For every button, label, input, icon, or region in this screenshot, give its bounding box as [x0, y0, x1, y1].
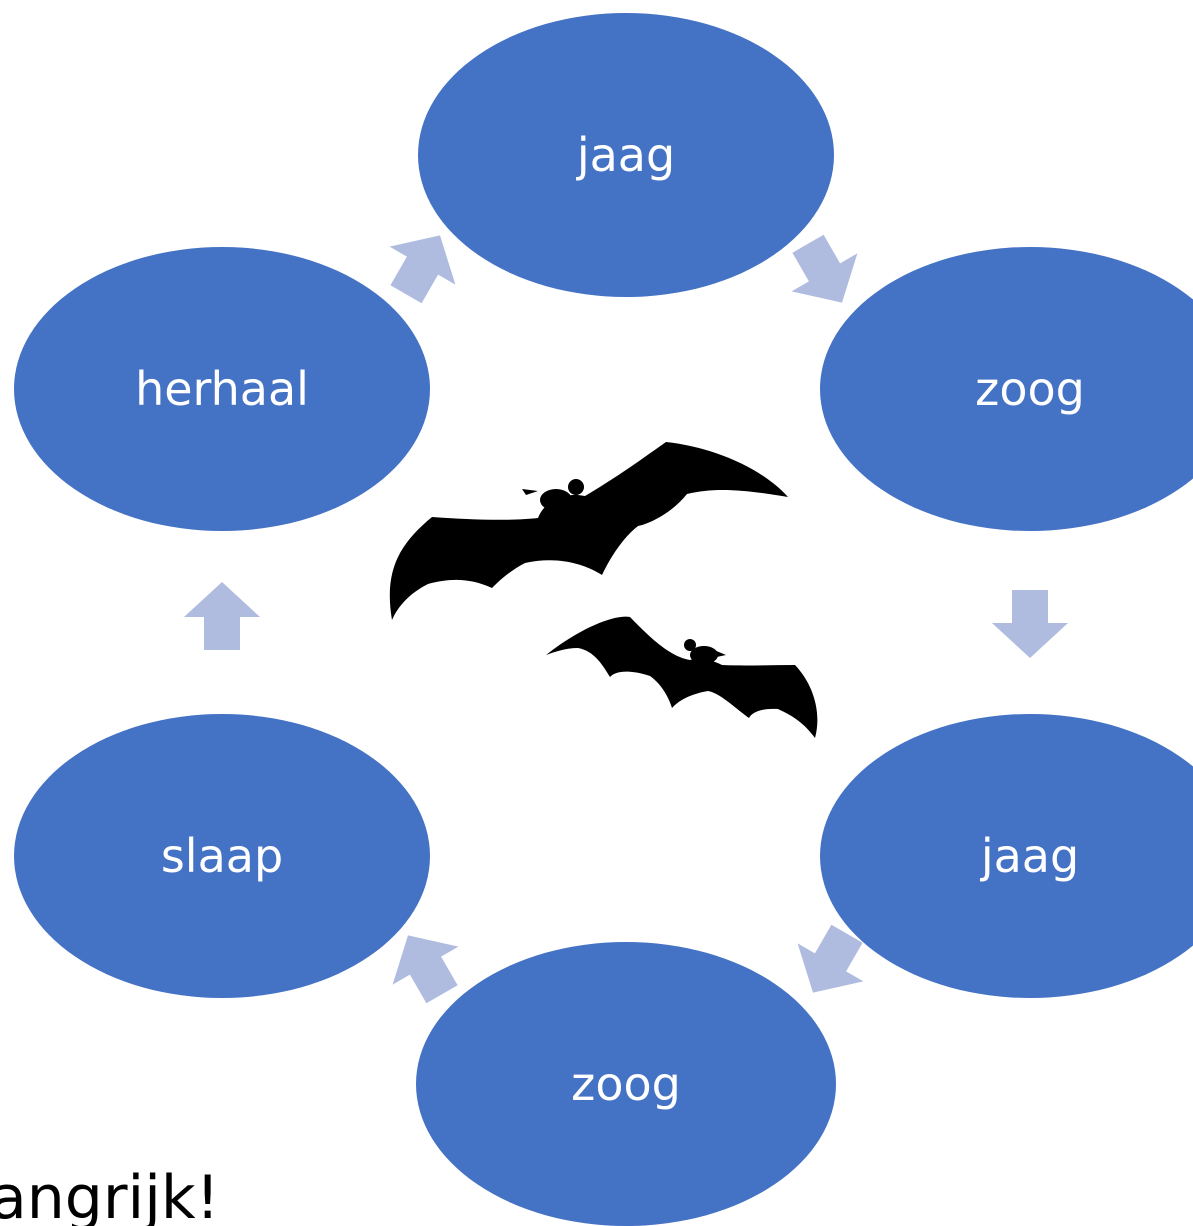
node-jaag-lower-right: jaag	[820, 714, 1193, 998]
bat-large-wings	[389, 442, 788, 620]
node-jaag-top-label: jaag	[576, 128, 675, 182]
node-jaag-top: jaag	[418, 13, 834, 297]
node-jaag-lower-right-label: jaag	[980, 829, 1079, 883]
node-zoog-upper-right: zoog	[820, 247, 1193, 531]
bat-small-ear-right	[712, 650, 726, 658]
node-herhaal: herhaal	[14, 247, 430, 531]
cycle-arrows	[184, 234, 1068, 1004]
node-jaag-top-shape	[418, 13, 834, 297]
arrow-top-to-upper-right	[791, 234, 858, 303]
bat-large-ear-right	[568, 479, 584, 495]
node-herhaal-shape	[14, 247, 430, 531]
arrow-upper-left-to-top	[389, 235, 456, 304]
bats-illustration	[389, 442, 818, 738]
cycle-nodes: jaag zoog jaag zoog slaap herhaal	[14, 13, 1193, 1226]
bat-large-head	[540, 489, 572, 511]
arrow-lower-right-to-bottom	[797, 924, 864, 993]
bat-small-ear	[684, 639, 696, 651]
bat-icon	[389, 442, 788, 620]
node-zoog-upper-right-shape	[820, 247, 1193, 531]
bat-small-head	[690, 646, 718, 664]
node-zoog-bottom: zoog	[416, 942, 836, 1226]
node-zoog-bottom-shape	[416, 942, 836, 1226]
bat-small-wings	[546, 616, 818, 738]
node-slaap: slaap	[14, 714, 430, 998]
arrow-upper-right-to-lower-right	[992, 590, 1068, 658]
bat-large-ear-left	[522, 489, 538, 495]
node-jaag-lower-right-shape	[820, 714, 1193, 998]
arrow-bottom-to-lower-left	[392, 935, 459, 1004]
node-slaap-label: slaap	[161, 829, 283, 883]
node-zoog-bottom-label: zoog	[571, 1057, 681, 1111]
node-slaap-shape	[14, 714, 430, 998]
node-herhaal-label: herhaal	[135, 362, 309, 416]
bat-icon	[546, 616, 818, 738]
bottom-text: angrijk!	[0, 1163, 220, 1226]
node-zoog-upper-right-label: zoog	[975, 362, 1085, 416]
arrow-lower-left-to-upper-left	[184, 582, 260, 650]
